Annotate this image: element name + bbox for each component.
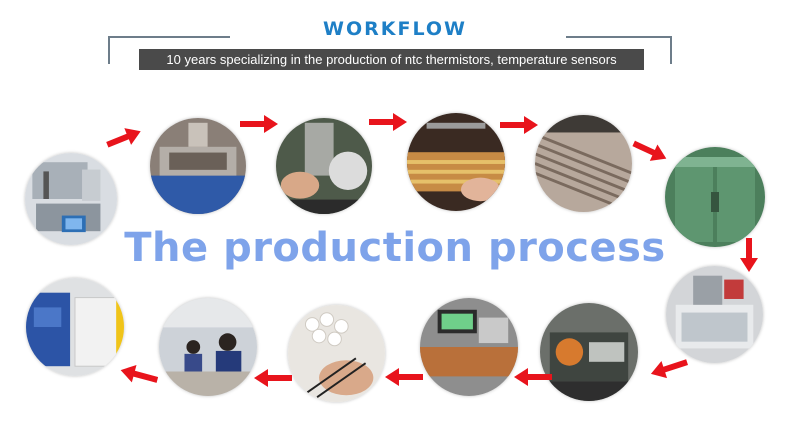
arrow-left-icon	[254, 368, 292, 388]
arrow-right-icon	[240, 114, 278, 134]
arrow-left-icon	[120, 364, 158, 386]
step-3-hand-assembly	[276, 118, 372, 214]
arrow-right-down-icon	[632, 139, 668, 163]
step-11-workers-line	[159, 298, 257, 396]
step-4-wire-soldering	[407, 113, 505, 211]
subtitle-bar: 10 years specializing in the production …	[139, 49, 644, 70]
arrow-left-icon	[514, 367, 552, 387]
header-frame-right	[566, 36, 672, 64]
arrow-down-icon	[737, 238, 761, 272]
production-process-title: The production process	[124, 225, 666, 271]
step-8-cable-crimping	[540, 303, 638, 401]
arrow-right-icon	[106, 128, 142, 148]
arrow-right-icon	[500, 115, 538, 135]
step-1-machine-station	[25, 153, 117, 245]
step-9-digital-tester	[420, 298, 518, 396]
arrow-left-icon	[385, 367, 423, 387]
arrow-right-icon	[369, 112, 407, 132]
step-7-test-chamber	[666, 266, 763, 363]
step-2-blue-press-machine	[150, 118, 246, 214]
arrow-left-icon	[650, 356, 688, 380]
header-frame-left	[108, 36, 230, 64]
step-10-hand-inspection	[288, 305, 385, 402]
header: WORKFLOW 10 years specializing in the pr…	[0, 0, 790, 80]
step-12-packing-machine	[26, 278, 124, 376]
workflow-heading: WORKFLOW	[323, 18, 467, 40]
step-6-green-oven	[665, 147, 765, 247]
step-5-wire-bundle	[535, 115, 632, 212]
